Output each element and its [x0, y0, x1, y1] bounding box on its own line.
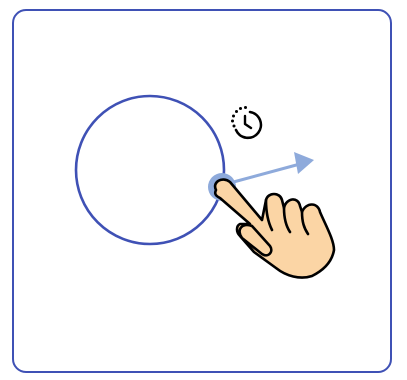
target-circle-icon — [76, 96, 224, 244]
clock-timer-icon — [231, 106, 261, 138]
pointing-hand-icon — [215, 180, 334, 278]
right-arrow-icon — [226, 152, 314, 184]
